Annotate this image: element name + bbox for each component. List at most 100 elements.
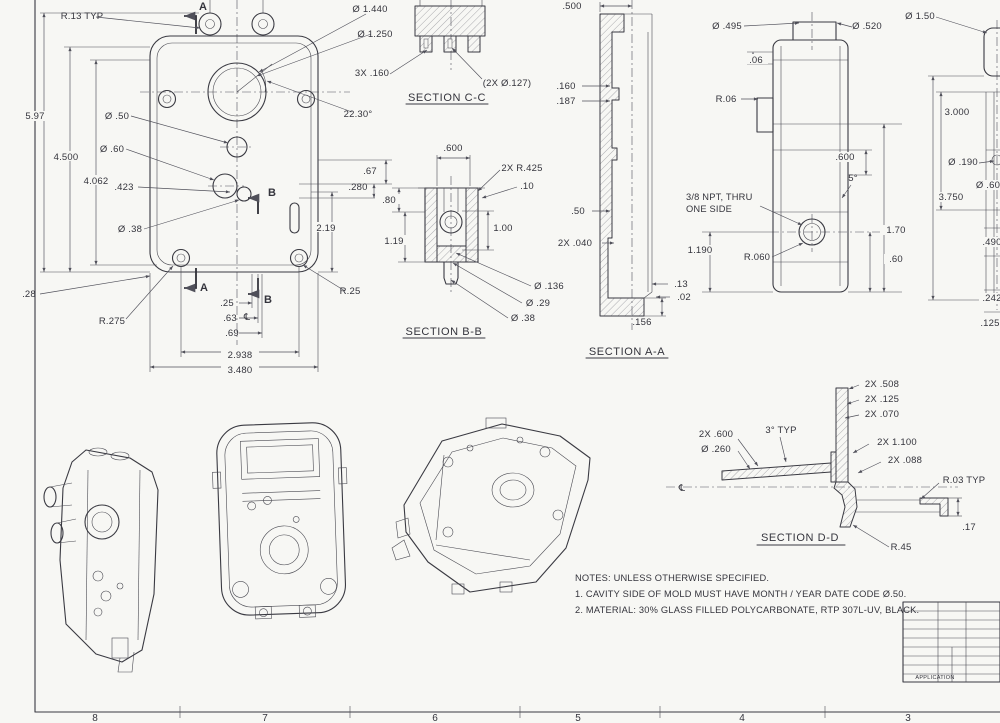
section-title: SECTION B-B [406,326,483,338]
dim-label: .423 [114,182,133,193]
side-view-right: Ø .495 Ø .520 .06 R.06 .600 5° 3/8 NPT, … [683,12,911,293]
zone-number: 8 [92,713,98,723]
dim-label: .63 [223,313,237,324]
dim-label: .280 [348,182,367,193]
npt-note-line1: 3/8 NPT, THRU [686,192,753,202]
dim-label: .69 [225,328,239,339]
main-boss-circle [207,62,267,122]
dim-label: Ø .38 [511,313,535,324]
dim-label: .28 [22,289,36,300]
dim-label: Ø .260 [701,444,731,455]
dim-label: .06 [749,55,763,66]
section-title: SECTION A-A [589,346,665,358]
front-dimension-lines [39,13,388,369]
dim-label: 2X .508 [865,379,899,390]
iso3-boss [491,472,535,508]
section-title: SECTION D-D [761,532,839,544]
dim-label: 2X .040 [558,238,592,249]
zone-number: 4 [739,713,745,723]
iso-view-1 [43,447,159,673]
section-letter: A [200,282,208,294]
dim-label: R.13 TYP [61,11,104,22]
dim-label: .490 [982,237,1000,248]
dim-label: Ø .495 [712,21,742,32]
section-letter: A [199,1,207,13]
npt-note-line2: ONE SIDE [686,204,732,214]
mount-ear-right [251,12,275,36]
dim-label: 3.480 [228,365,253,376]
dim-label: Ø 1.50 [905,11,935,22]
dim-label: 3.750 [939,192,964,203]
dim-label: 3X .160 [355,68,389,79]
dim-label: 2X .125 [865,394,899,405]
dim-label: Ø .38 [118,224,142,235]
zone-labels: 8 7 6 5 4 3 [92,713,911,723]
notes-header: NOTES: UNLESS OTHERWISE SPECIFIED. [575,573,769,583]
iso-view-2 [212,422,348,620]
zone-number: 7 [262,713,268,723]
note-line: 1. CAVITY SIDE OF MOLD MUST HAVE MONTH /… [575,589,906,599]
dim-label: .242 [982,293,1000,304]
drawing-notes: NOTES: UNLESS OTHERWISE SPECIFIED. 1. CA… [575,573,919,615]
note-line: 2. MATERIAL: 30% GLASS FILLED POLYCARBON… [575,605,919,615]
dim-label: 5° [848,173,857,184]
section-letter: B [264,294,272,306]
front-view: R.13 TYP Ø 1.440 Ø 1.250 5.97 Ø .50 Ø .6… [21,0,392,376]
dim-label: Ø .29 [526,298,550,309]
dim-label: .02 [677,292,691,303]
dim-label: .187 [556,96,575,107]
mount-ear-left [198,12,222,36]
dim-label: R.275 [99,316,125,327]
dim-label: 2X .088 [888,455,922,466]
dim-label: (2X Ø.127) [483,78,531,89]
dim-label: .13 [674,279,688,290]
dim-label: .25 [220,298,234,309]
dim-label: .67 [363,166,377,177]
section-dd: 2X .508 2X .125 2X .070 2X .600 3° TYP Ø… [666,379,985,553]
dim-label: .10 [520,181,534,192]
dim-label: Ø .520 [852,21,882,32]
npt-hole [798,218,826,246]
dim-label: Ø .136 [534,281,564,292]
application-label: APPLICATION [915,675,954,681]
dim-label: 4.062 [84,176,109,187]
side-housing-outline [772,39,849,293]
centerline-symbol: ℄ [678,483,686,494]
dim-label: 1.190 [688,245,713,256]
iso2-boss [259,525,309,575]
dim-label: 2X .070 [865,409,899,420]
dim-label: .156 [632,317,651,328]
dim-label: .500 [562,1,581,12]
dim-label: .80 [382,195,396,206]
dim-label: Ø .60 [100,144,124,155]
section-bb: .600 2X R.425 .10 .80 1.00 1.19 Ø .136 Ø… [375,143,564,339]
dim-label: R.03 TYP [943,475,986,486]
centerline-symbol: ℄ [243,312,251,323]
bore-circle [439,210,463,234]
housing-outline [149,35,319,273]
dim-label: 5.97 [25,111,44,122]
dim-label: R.060 [744,252,770,263]
iso-view-3 [391,417,591,595]
dim-label: 2.938 [228,350,253,361]
dim-label: 1.00 [493,223,512,234]
dim-label: 2X R.425 [501,163,542,174]
dim-label: .50 [571,206,585,217]
dim-label: .17 [962,522,976,533]
dim-label: .125 [980,318,999,329]
zone-number: 6 [432,713,438,723]
dim-label: 3° TYP [765,425,796,436]
dim-label: R.25 [340,286,361,297]
dim-label: R.06 [716,94,737,105]
zone-number: 3 [905,713,911,723]
dim-label: .600 [443,143,462,154]
dim-label: .600 [835,152,854,163]
dim-label: 1.70 [886,225,905,236]
section-aa: .500 .160 .187 .50 2X .040 .13 .02 .156 … [556,0,691,359]
iso1-boss [84,504,120,540]
dim-label: Ø .60 [976,180,1000,191]
dim-label: 2X .600 [699,429,733,440]
dim-label: .160 [556,81,575,92]
